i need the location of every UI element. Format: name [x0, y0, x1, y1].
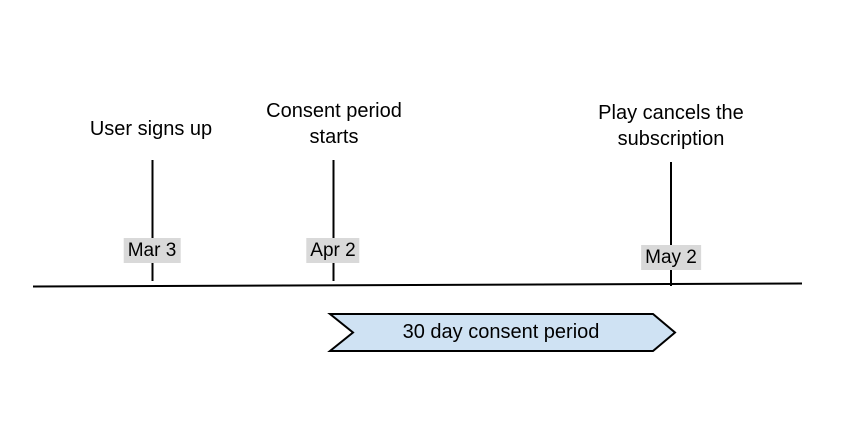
date-badge-apr-2: Apr 2: [306, 238, 360, 263]
timeline-line: [32, 282, 803, 288]
event-label-user-signs-up: User signs up: [89, 118, 213, 140]
banner-label: 30 day consent period: [402, 321, 600, 343]
event-label-consent-period-starts: Consent period starts: [266, 100, 402, 148]
date-badge-mar-3: Mar 3: [123, 238, 181, 263]
event-label-play-cancels-subscription: Play cancels the subscription: [598, 102, 744, 150]
date-badge-may-2: May 2: [641, 245, 701, 270]
consent-period-banner: [327, 313, 677, 352]
